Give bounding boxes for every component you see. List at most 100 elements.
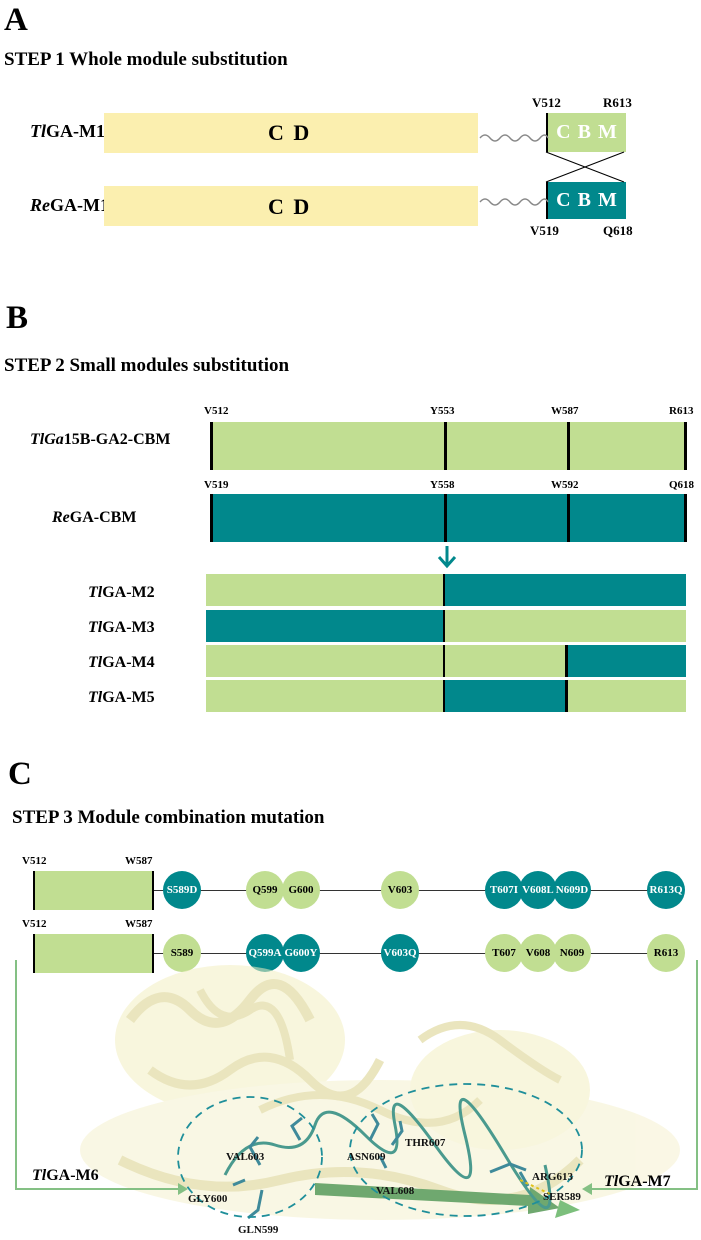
loop-backbone bbox=[223, 1097, 552, 1210]
arrow-line-right bbox=[592, 960, 698, 1190]
tlga-m3-label: TlGA-M3 bbox=[88, 619, 155, 636]
cbm-rega: C B M bbox=[546, 182, 626, 219]
tlga-m5-label: TlGA-M5 bbox=[88, 689, 155, 706]
divider bbox=[33, 934, 35, 973]
segment-light bbox=[566, 680, 686, 712]
site-t607: T607 bbox=[485, 934, 523, 972]
divider bbox=[567, 494, 570, 542]
divider bbox=[444, 494, 447, 542]
c2-pos-w587: W587 bbox=[125, 918, 153, 930]
linker-wave-1 bbox=[479, 134, 549, 142]
tlga-m5-bar bbox=[206, 680, 686, 712]
divider bbox=[210, 422, 213, 470]
panel-a-letter: A bbox=[4, 2, 28, 38]
segment-light bbox=[206, 680, 444, 712]
beta-strand-tip bbox=[555, 1200, 580, 1218]
region-ellipse-left bbox=[177, 1096, 323, 1218]
c1-pos-w587: W587 bbox=[125, 855, 153, 867]
b-pos-v512: V512 bbox=[204, 405, 229, 417]
tlga-m6-label: TlGA-M6 bbox=[32, 1167, 99, 1184]
c1-pos-v512: V512 bbox=[22, 855, 47, 867]
divider bbox=[152, 934, 154, 973]
residue-arg613: ARG613 bbox=[532, 1171, 573, 1183]
segment-light bbox=[206, 645, 566, 677]
swap-line-2 bbox=[545, 151, 625, 183]
panel-c-letter: C bbox=[8, 756, 32, 792]
panel-b-step-title: STEP 2 Small modules substitution bbox=[4, 355, 290, 376]
residue-val603: VAL603 bbox=[226, 1151, 265, 1163]
segment-dark bbox=[444, 680, 566, 712]
divider bbox=[567, 422, 570, 470]
tlga-m4-bar bbox=[206, 645, 686, 677]
panel-a-connectors bbox=[479, 134, 625, 206]
segment-dark bbox=[566, 645, 686, 677]
c2-pos-v512: V512 bbox=[22, 918, 47, 930]
site-s589: S589 bbox=[163, 934, 201, 972]
down-arrow-icon bbox=[437, 546, 457, 569]
tlga-m2-label: TlGA-M2 bbox=[88, 584, 155, 601]
cd-domain-bar-2 bbox=[104, 186, 478, 226]
cd-label: C D bbox=[268, 120, 312, 145]
tlga15b-label: TlGa15B-GA2-CBM bbox=[30, 431, 171, 448]
b-pos-y553: Y553 bbox=[430, 405, 455, 417]
divider bbox=[684, 494, 687, 542]
divider bbox=[33, 871, 35, 910]
site-q599a: Q599A bbox=[246, 934, 284, 972]
tlga-m2-bar bbox=[206, 574, 686, 606]
segment-dark bbox=[206, 610, 444, 642]
site-v603q: V603Q bbox=[381, 934, 419, 972]
site-n609: N609 bbox=[553, 934, 591, 972]
b-pos-w592: W592 bbox=[551, 479, 579, 491]
cd-label-2: C D bbox=[268, 194, 312, 219]
panel-b-letter: B bbox=[6, 300, 29, 336]
panel-c-step-title: STEP 3 Module combination mutation bbox=[12, 807, 325, 828]
tlga15b-cbm-bar bbox=[211, 422, 687, 470]
site-r613: R613 bbox=[647, 934, 685, 972]
site-r613q: R613Q bbox=[647, 871, 685, 909]
b-pos-y558: Y558 bbox=[430, 479, 455, 491]
cd-domain-bar bbox=[104, 113, 478, 153]
site-v603: V603 bbox=[381, 871, 419, 909]
cbm-tlga: C B M bbox=[546, 113, 626, 152]
arrow-head-right bbox=[582, 1183, 592, 1195]
b-pos-w587: W587 bbox=[551, 405, 579, 417]
segment-dark bbox=[444, 574, 686, 606]
b-pos-r613: R613 bbox=[669, 405, 694, 417]
b-pos-v519: V519 bbox=[204, 479, 229, 491]
site-v608: V608 bbox=[519, 934, 557, 972]
divider bbox=[443, 645, 445, 677]
divider bbox=[444, 422, 447, 470]
rega-m1-label: ReGA-M1 bbox=[30, 195, 109, 215]
arrow-line-left bbox=[15, 960, 178, 1190]
side-chain-sticks bbox=[232, 1113, 530, 1220]
rega-cbm-label: ReGA-CBM bbox=[52, 509, 137, 526]
linker-wave-2 bbox=[479, 198, 549, 206]
residue-thr607: THR607 bbox=[405, 1137, 446, 1149]
divider bbox=[443, 574, 445, 606]
pos-q618: Q618 bbox=[603, 223, 633, 238]
tlga-m7-label: TlGA-M7 bbox=[604, 1173, 671, 1190]
pos-r613: R613 bbox=[603, 95, 632, 110]
divider bbox=[443, 680, 445, 712]
divider bbox=[152, 871, 154, 910]
residue-asn609: ASN609 bbox=[347, 1151, 386, 1163]
segment-light bbox=[444, 610, 686, 642]
segment-light bbox=[206, 574, 444, 606]
site-g600y: G600Y bbox=[282, 934, 320, 972]
protein-structure-illustration bbox=[15, 960, 698, 1220]
site-s589d: S589D bbox=[163, 871, 201, 909]
tlga-m1-label: TlGA-M1 bbox=[30, 121, 105, 141]
c2-module-bar bbox=[34, 934, 154, 973]
c1-module-bar bbox=[34, 871, 154, 910]
site-v608l: V608L bbox=[519, 871, 557, 909]
site-t607i: T607I bbox=[485, 871, 523, 909]
arrow-head-left bbox=[178, 1183, 188, 1195]
residue-gly600: GLY600 bbox=[188, 1193, 228, 1205]
residue-gln599: GLN599 bbox=[238, 1224, 279, 1236]
pos-v519: V519 bbox=[530, 223, 559, 238]
pos-v512: V512 bbox=[532, 95, 561, 110]
panel-a-step-title: STEP 1 Whole module substitution bbox=[4, 49, 288, 70]
residue-val608: VAL608 bbox=[376, 1185, 415, 1197]
rega-cbm-bar bbox=[211, 494, 687, 542]
tlga-m3-bar bbox=[206, 610, 686, 642]
